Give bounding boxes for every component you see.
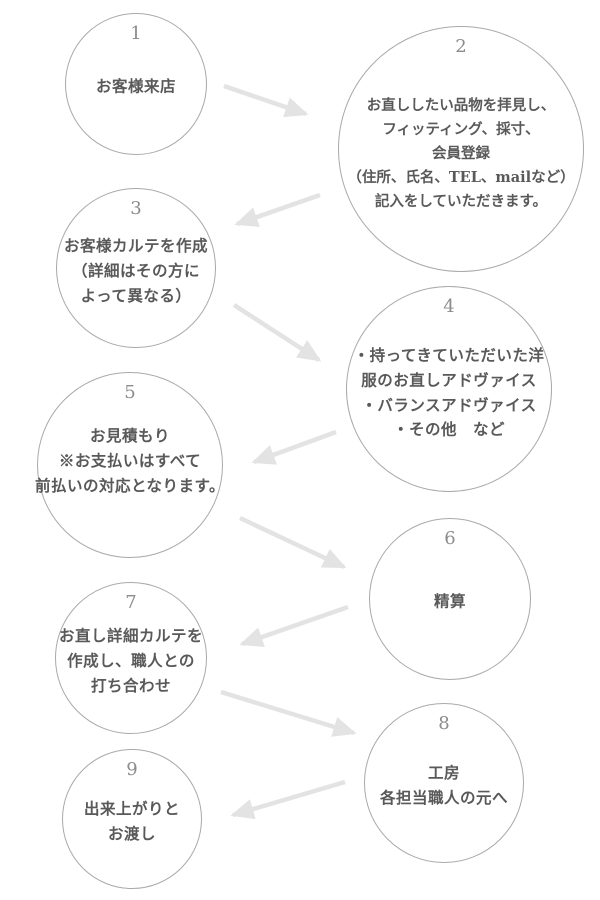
step-text: お直し詳細カルテを 作成し、職人との 打ち合わせ — [58, 625, 203, 695]
arrow-5-to-6 — [239, 515, 347, 570]
step-circle-7: 7 お直し詳細カルテを 作成し、職人との 打ち合わせ — [55, 582, 207, 734]
step-text: 精算 — [433, 591, 467, 611]
arrow-8-to-9 — [230, 779, 346, 820]
step-text: 出来上がりと お渡し — [83, 798, 180, 843]
step-number: 3 — [130, 198, 142, 219]
step-text: お客様来店 — [95, 76, 176, 96]
step-number: 4 — [443, 296, 455, 317]
arrow-4-to-5 — [251, 429, 337, 465]
step-circle-4: 4 ・持ってきていただいた洋 服のお直しアドヴァイス ・バランスアドヴァイス ・… — [346, 286, 552, 492]
step-circle-6: 6 精算 — [369, 518, 531, 680]
step-number: 2 — [455, 36, 467, 57]
step-number: 9 — [126, 759, 138, 780]
step-circle-2: 2 お直ししたい品物を拝見し、 フィッティング、採寸、 会員登録 （住所、氏名、… — [338, 26, 584, 272]
step-circle-1: 1 お客様来店 — [65, 13, 207, 155]
step-circle-5: 5 お見積もり ※お支払いはすべて 前払いの対応となります。 — [35, 372, 225, 558]
arrow-1-to-2 — [223, 83, 309, 118]
step-number: 1 — [130, 23, 142, 44]
arrow-3-to-4 — [232, 303, 322, 362]
step-text: ・持ってきていただいた洋 服のお直しアドヴァイス ・バランスアドヴァイス ・その… — [353, 345, 545, 439]
step-circle-9: 9 出来上がりと お渡し — [62, 749, 202, 889]
arrow-7-to-8 — [220, 689, 357, 737]
arrow-2-to-3 — [234, 192, 321, 227]
step-text: お客様カルテを作成 （詳細はその方に よって異なる） — [63, 235, 208, 305]
step-text: 工房 各担当職人の元へ — [379, 763, 508, 808]
arrow-6-to-7 — [239, 604, 349, 647]
step-number: 7 — [125, 592, 137, 613]
step-text: お見積もり ※お支払いはすべて 前払いの対応となります。 — [35, 426, 225, 495]
step-circle-3: 3 お客様カルテを作成 （詳細はその方に よって異なる） — [56, 188, 216, 348]
step-number: 5 — [124, 382, 136, 403]
step-number: 8 — [438, 713, 450, 734]
step-number: 6 — [444, 528, 456, 549]
step-circle-8: 8 工房 各担当職人の元へ — [364, 703, 524, 863]
step-text: お直ししたい品物を拝見し、 フィッティング、採寸、 会員登録 （住所、氏名、TE… — [347, 97, 575, 210]
